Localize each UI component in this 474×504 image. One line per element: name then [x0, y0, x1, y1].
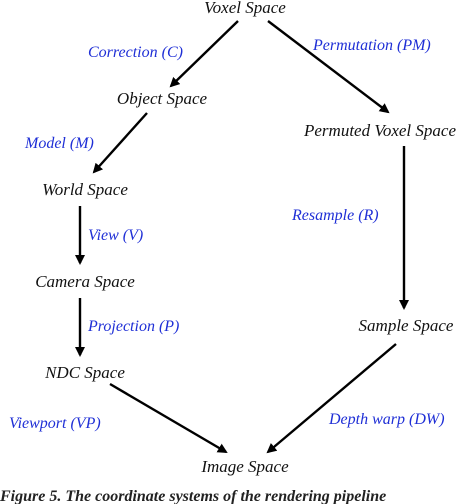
label-projection: Projection (P) [87, 318, 179, 335]
node-ndc-space: NDC Space [44, 363, 125, 382]
edge-voxel-to-object [169, 20, 239, 88]
label-resample: Resample (R) [291, 207, 379, 224]
label-depth-warp: Depth warp (DW) [328, 411, 445, 428]
edge-object-to-world [92, 112, 148, 174]
figure-caption: Figure 5. The coordinate systems of the … [0, 488, 386, 504]
node-sample-space: Sample Space [359, 316, 454, 335]
node-camera-space: Camera Space [35, 272, 135, 291]
edge-voxel-to-permuted [267, 20, 390, 114]
edge-ndc-to-image [109, 382, 228, 454]
node-permuted-voxel-space: Permuted Voxel Space [303, 121, 456, 140]
node-image-space: Image Space [200, 457, 289, 476]
node-object-space: Object Space [117, 89, 208, 108]
node-world-space: World Space [42, 180, 128, 199]
label-view: View (V) [88, 227, 143, 244]
label-permutation: Permutation (PM) [312, 37, 431, 54]
node-voxel-space: Voxel Space [204, 0, 286, 17]
label-viewport: Viewport (VP) [9, 415, 101, 432]
edge-sample-to-image [266, 343, 397, 454]
label-model: Model (M) [24, 135, 94, 152]
label-correction: Correction (C) [88, 44, 183, 61]
